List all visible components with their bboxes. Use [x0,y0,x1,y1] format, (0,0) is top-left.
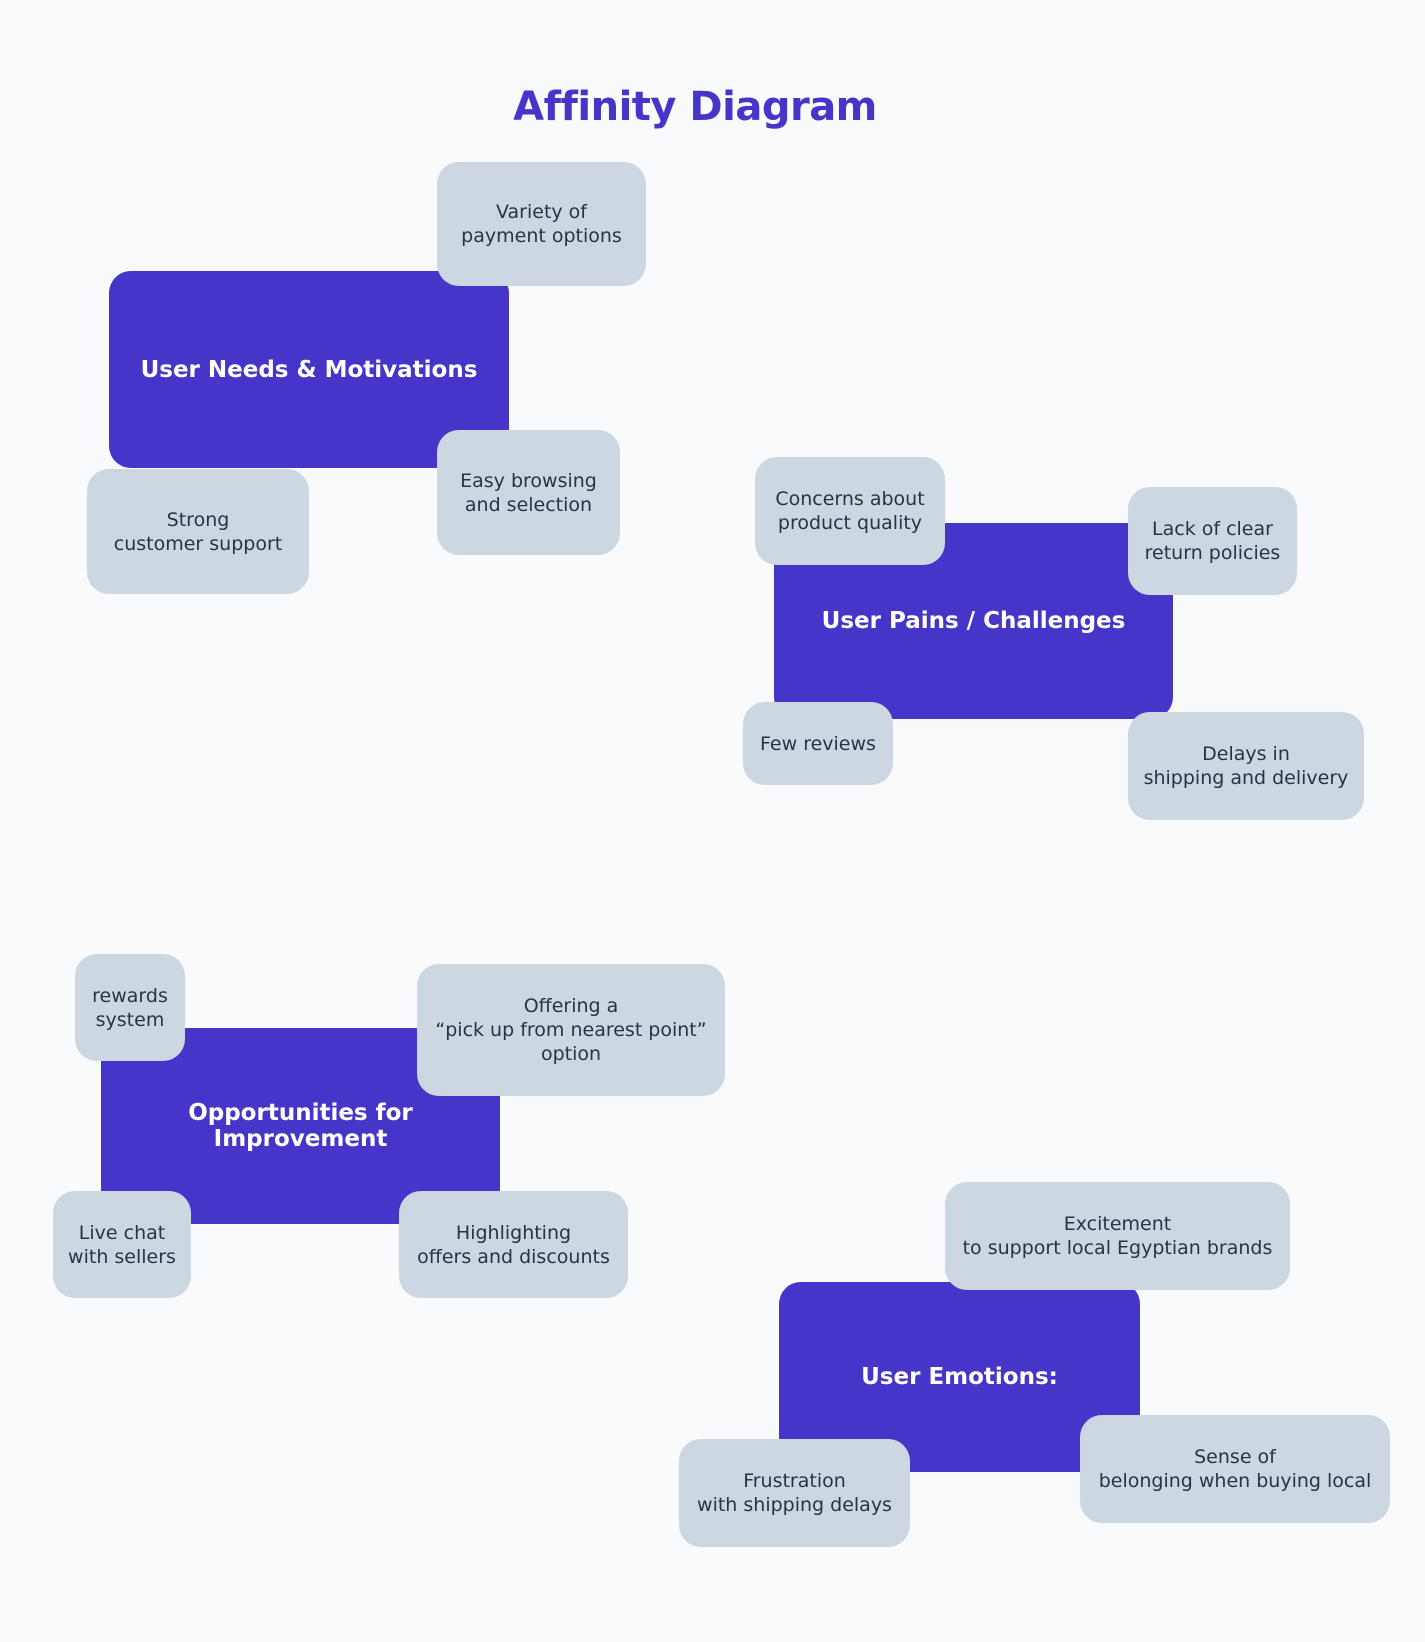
note-return-policies: Lack of clear return policies [1128,487,1297,595]
note-pickup-option: Offering a “pick up from nearest point” … [417,964,725,1096]
note-payment-options: Variety of payment options [437,162,646,286]
note-few-reviews: Few reviews [743,702,893,785]
note-excitement: Excitement to support local Egyptian bra… [945,1182,1290,1290]
note-frustration: Frustration with shipping delays [679,1439,910,1547]
note-easy-browsing: Easy browsing and selection [437,430,620,555]
note-offers-discounts: Highlighting offers and discounts [399,1191,628,1298]
note-shipping-delays: Delays in shipping and delivery [1128,712,1364,820]
note-rewards-system: rewards system [75,954,185,1061]
note-sense-of-belonging: Sense of belonging when buying local [1080,1415,1390,1523]
theme-user-needs: User Needs & Motivations [109,271,509,468]
note-live-chat: Live chat with sellers [53,1191,191,1298]
note-customer-support: Strong customer support [87,469,309,594]
diagram-title: Affinity Diagram [513,84,877,130]
note-product-quality: Concerns about product quality [755,457,945,565]
